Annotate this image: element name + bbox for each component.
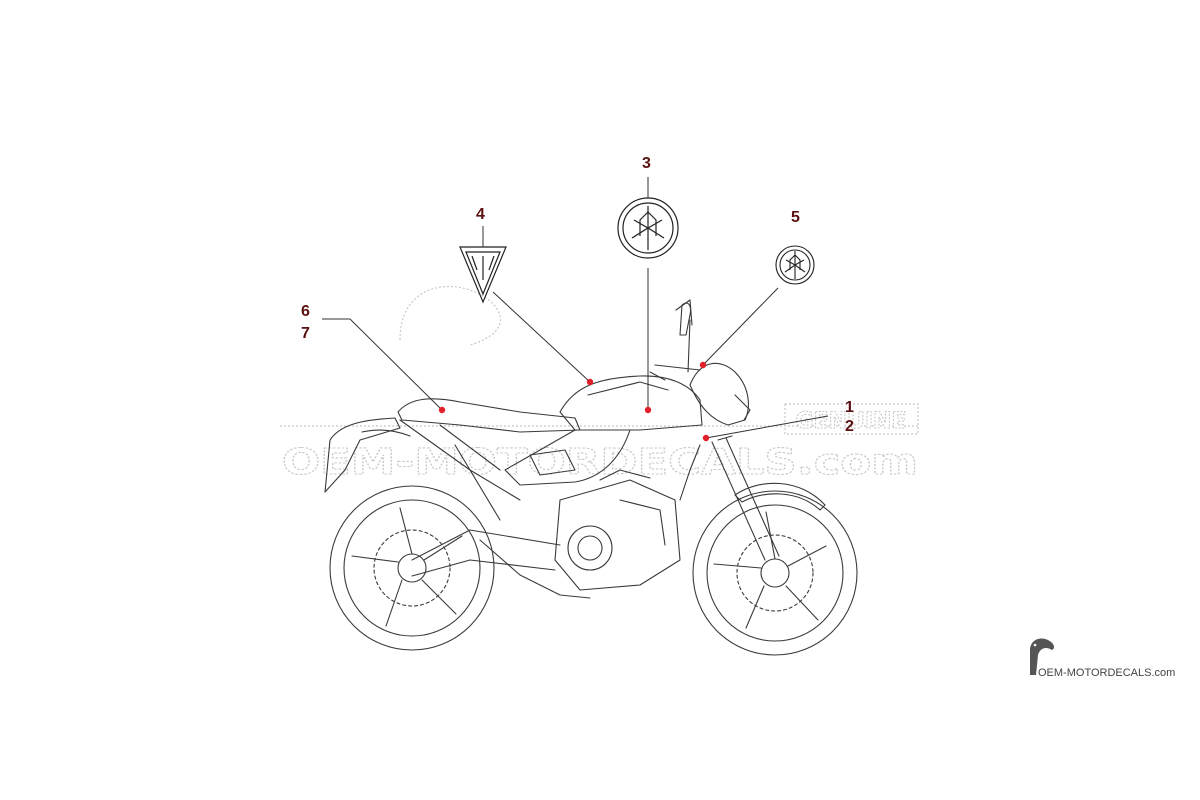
watermark	[280, 285, 919, 435]
marker-5	[699, 361, 707, 369]
marker-3	[644, 406, 652, 414]
callout-3: 3	[642, 155, 651, 172]
tuning-fork-emblem-icon	[617, 197, 679, 259]
callout-4: 4	[476, 206, 485, 223]
placement-markers	[438, 361, 710, 442]
marker-1-2	[702, 434, 710, 442]
marker-4	[586, 378, 594, 386]
callout-5: 5	[791, 209, 800, 226]
leader-lines	[322, 177, 829, 439]
callout-1: 1	[845, 399, 854, 416]
tuning-fork-emblem-icon	[775, 245, 815, 285]
toucan-icon	[1030, 638, 1055, 675]
callout-7: 7	[301, 325, 310, 342]
chevron-emblem-icon	[459, 246, 507, 304]
watermark-badge: GENUINE	[796, 409, 907, 434]
marker-6-7	[438, 406, 446, 414]
callouts: 1 2 3 4 5 6 7	[301, 155, 854, 435]
brand-logo: OEM-MOTORDECALS.com	[1030, 638, 1175, 679]
brand-name: OEM-MOTORDECALS.com	[1038, 667, 1175, 679]
motorcycle-drawing	[324, 299, 858, 656]
watermark-site: OEM-MOTORDECALS.com	[282, 442, 918, 483]
callout-6: 6	[301, 303, 310, 320]
callout-2: 2	[845, 418, 854, 435]
